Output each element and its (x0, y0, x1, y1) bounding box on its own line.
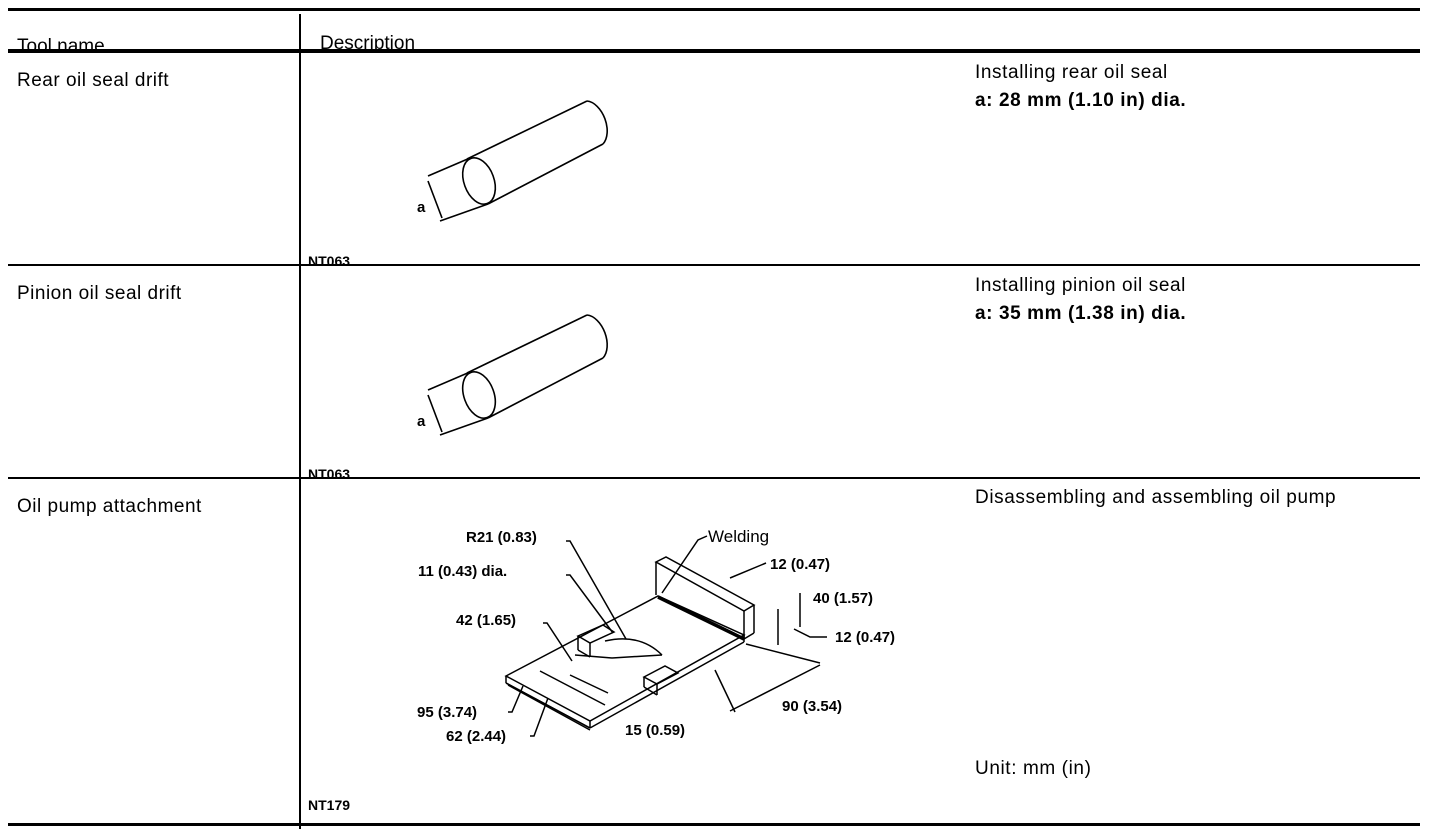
tool-name-rear-oil-seal-drift: Rear oil seal drift (17, 70, 170, 91)
row-divider-2 (8, 477, 1420, 479)
callout-62: 62 (2.44) (446, 728, 506, 745)
spec-text: a: 35 mm (1.38 in) dia. (975, 303, 1187, 324)
callout-42: 42 (1.65) (456, 612, 516, 629)
oil-pump-attachment-diagram: R21 (0.83) 11 (0.43) dia. Welding 42 (1.… (417, 527, 895, 745)
table-top-rule (8, 8, 1420, 11)
callout-15: 15 (0.59) (625, 722, 685, 739)
callout-welding: Welding (708, 527, 769, 546)
description-text: Installing pinion oil seal (975, 275, 1186, 296)
callout-12-top: 12 (0.47) (770, 556, 830, 573)
figure-code: NT179 (308, 797, 351, 813)
header-description: Description (320, 33, 416, 54)
dimension-a-label: a (417, 199, 426, 216)
header-tool-name: Tool name (17, 36, 105, 57)
description-oil-pump: Disassembling and assembling oil pump (975, 487, 1337, 508)
spec-text: a: 28 mm (1.10 in) dia. (975, 90, 1187, 111)
callout-r21: R21 (0.83) (466, 529, 537, 546)
table-bottom-rule (8, 823, 1420, 826)
row-divider-1 (8, 264, 1420, 266)
description-text: Installing rear oil seal (975, 62, 1168, 83)
pinion-oil-seal-drift-diagram: a (417, 314, 608, 436)
figure-code: NT063 (308, 466, 351, 482)
callout-95: 95 (3.74) (417, 704, 477, 721)
figure-code: NT063 (308, 253, 351, 269)
description-pinion-oil-seal: Installing pinion oil seal a: 35 mm (1.3… (975, 275, 1411, 325)
callout-40: 40 (1.57) (813, 590, 873, 607)
description-rear-oil-seal: Installing rear oil seal a: 28 mm (1.10 … (975, 62, 1411, 112)
unit-note: Unit: mm (in) (975, 758, 1092, 779)
callout-90: 90 (3.54) (782, 698, 842, 715)
callout-12-side: 12 (0.47) (835, 629, 895, 646)
tool-name-pinion-oil-seal-drift: Pinion oil seal drift (17, 283, 182, 304)
dimension-a-label: a (417, 413, 426, 430)
tool-name-oil-pump-attachment: Oil pump attachment (17, 496, 202, 517)
rear-oil-seal-drift-diagram: a (417, 100, 608, 222)
callout-hole-diameter: 11 (0.43) dia. (418, 563, 507, 580)
header-rule (8, 49, 1420, 53)
column-divider (299, 14, 301, 829)
